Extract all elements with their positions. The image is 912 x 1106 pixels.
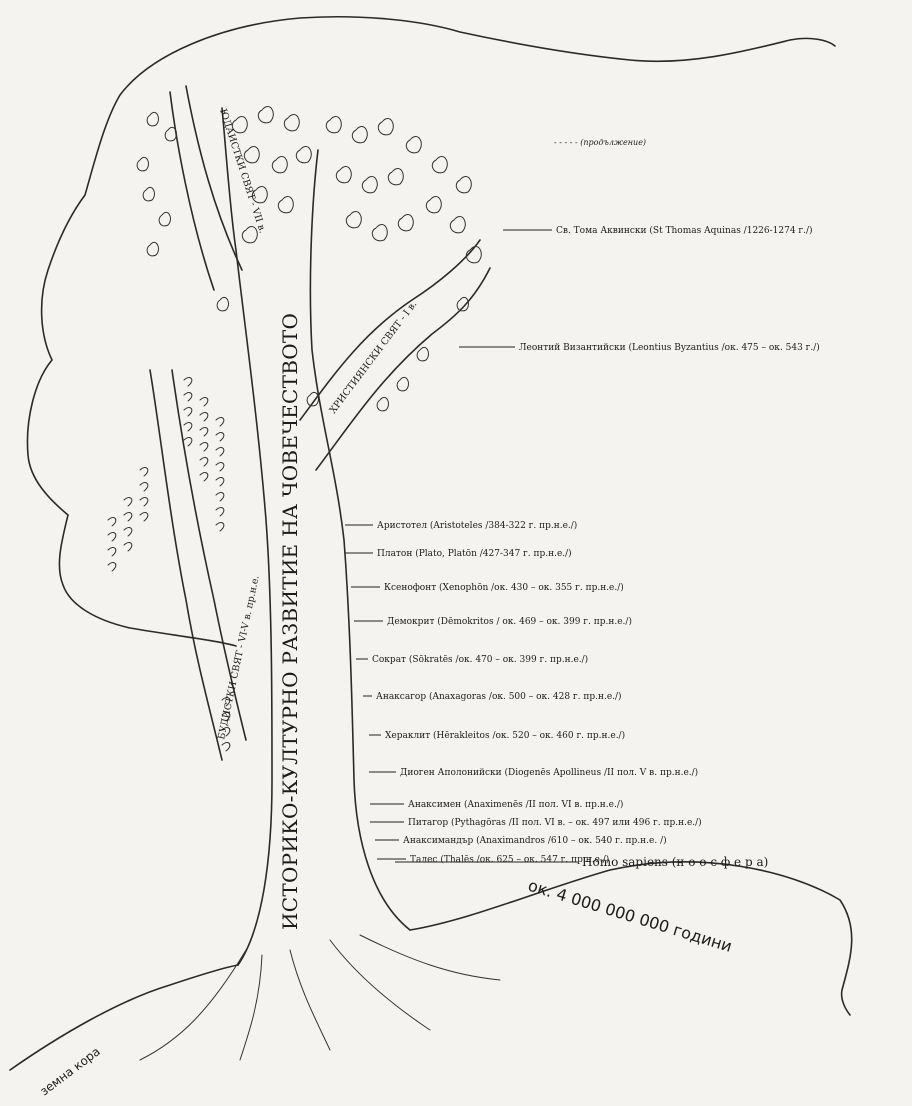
philosopher-label: Ксенофонт (Xenophōn /ок. 430 – ок. 355 г… bbox=[384, 582, 624, 593]
age-label: ок. 4 000 000 000 години bbox=[526, 876, 735, 956]
roots bbox=[140, 935, 500, 1060]
philosophers-list: Аристотел (Aristoteles /384-322 г. пр.н.… bbox=[345, 520, 702, 865]
philosopher-label: Анаксимен (Anaximenēs /II пол. VI в. пр.… bbox=[408, 799, 623, 810]
trunk-right-edge bbox=[310, 150, 410, 930]
philosopher-label: Аристотел (Aristoteles /384-322 г. пр.н.… bbox=[377, 520, 577, 531]
ground-right bbox=[410, 862, 852, 1015]
philosopher-label: Питагор (Pythagōras /II пол. VI в. – ок.… bbox=[408, 817, 702, 828]
trunk-left-edge bbox=[222, 108, 272, 965]
judaic-branch-left bbox=[170, 92, 214, 290]
philosopher-label: Сократ (Sōkratēs /ок. 470 – ок. 399 г. п… bbox=[372, 654, 588, 665]
continuation-note: - - - - - (продължение) bbox=[554, 138, 646, 147]
earth-crust-label: земна кора bbox=[37, 1044, 102, 1098]
philosopher-label: Анаксимандър (Anaximandros /610 – ок. 54… bbox=[403, 835, 667, 846]
philosopher-label: Демокрит (Dēmokritos / ок. 469 – ок. 399… bbox=[387, 616, 632, 627]
main-title: ИСТОРИКО-КУЛТУРНО РАЗВИТИЕ НА ЧОВЕЧЕСТВО… bbox=[278, 313, 302, 930]
ground-left bbox=[10, 965, 238, 1070]
buddhist-branch-left bbox=[150, 370, 222, 760]
branch-label-judaic: ЮДАИСТКИ СВЯТ - VII в. bbox=[217, 108, 268, 235]
branch-label-buddhist: БУДИСТКИ СВЯТ - VI-V в. пр.н.е. bbox=[216, 575, 262, 741]
philosopher-label: Талес (Thalēs /ок. 625 – ок. 547 г. пр.н… bbox=[410, 854, 609, 865]
philosopher-label: Хераклит (Hērakleitos /ок. 520 – ок. 460… bbox=[385, 730, 625, 741]
upper-figure-label: Св. Тома Аквински (St Thomas Aquinas /12… bbox=[556, 225, 813, 236]
philosopher-label: Платон (Plato, Platōn /427-347 г. пр.н.е… bbox=[377, 548, 572, 559]
philosopher-label: Диоген Аполонийски (Diogenēs Apollineus … bbox=[400, 767, 698, 778]
homo-sapiens-label: Homo sapiens (н о о с ф е р а) bbox=[582, 855, 768, 869]
upper-figure-label: Леонтий Византийски (Leontius Byzantius … bbox=[519, 342, 820, 353]
philosopher-label: Анаксагор (Anaxagoras /ок. 500 – ок. 428… bbox=[376, 691, 622, 702]
christian-branch-lower bbox=[316, 268, 490, 470]
judaic-branch-right bbox=[186, 86, 242, 270]
